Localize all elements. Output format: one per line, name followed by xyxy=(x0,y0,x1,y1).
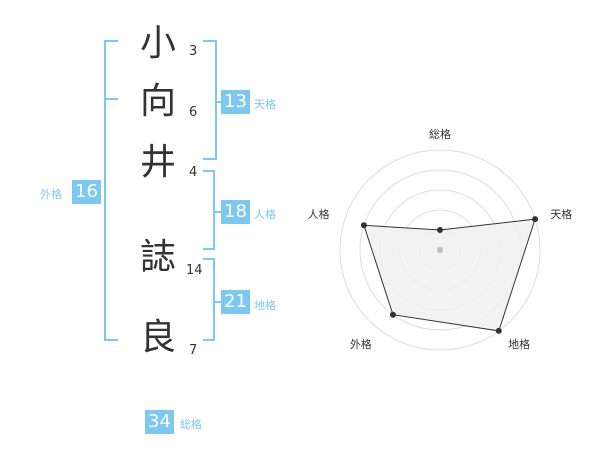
bracket-divider xyxy=(104,98,118,100)
jinkaku-connector xyxy=(213,211,221,213)
radar-axis-label: 総格 xyxy=(429,127,451,141)
gaikaku-label: 外格 xyxy=(40,188,62,201)
radar-point-2 xyxy=(532,216,539,223)
tenkaku-value: 13 xyxy=(221,90,250,114)
radar-point-4 xyxy=(389,311,396,318)
radar-axis-label: 地格 xyxy=(508,337,530,351)
jinkaku-label: 人格 xyxy=(254,208,276,221)
stroke-count-2: 6 xyxy=(189,105,198,120)
jinkaku-value: 18 xyxy=(221,200,250,224)
soukaku-value: 34 xyxy=(145,410,174,434)
radar-point-5 xyxy=(360,222,367,229)
soukaku-label: 総格 xyxy=(180,418,202,431)
radar-axis-label: 天格 xyxy=(550,207,572,221)
jinkaku-bracket xyxy=(203,170,215,250)
name-char-4: 誌 xyxy=(139,237,176,278)
radar-point-3 xyxy=(495,327,502,334)
radar-grid-ring xyxy=(339,149,541,351)
stroke-count-5: 7 xyxy=(189,343,198,358)
chikaku-connector xyxy=(213,301,221,303)
stroke-count-1: 3 xyxy=(189,44,198,59)
name-char-5: 良 xyxy=(139,317,176,358)
stroke-count-3: 4 xyxy=(189,165,198,180)
chikaku-value: 21 xyxy=(221,290,250,314)
tenkaku-connector xyxy=(215,101,223,103)
gaikaku-value: 16 xyxy=(72,180,101,204)
radar-center-dot xyxy=(437,247,443,253)
tenkaku-label: 天格 xyxy=(254,98,276,111)
radar-axis-label: 人格 xyxy=(308,207,330,221)
name-char-1: 小 xyxy=(139,23,176,64)
name-char-2: 向 xyxy=(139,81,176,122)
name-char-3: 井 xyxy=(139,142,176,183)
chikaku-label: 地格 xyxy=(254,299,276,312)
radar-data-polygon xyxy=(363,218,536,332)
chikaku-bracket xyxy=(203,258,215,341)
gaikaku-bracket xyxy=(104,40,118,341)
radar-point-1 xyxy=(437,227,443,233)
radar-axis-label: 外格 xyxy=(350,337,372,351)
tenkaku-bracket xyxy=(203,40,217,160)
stroke-count-4: 14 xyxy=(186,263,203,278)
